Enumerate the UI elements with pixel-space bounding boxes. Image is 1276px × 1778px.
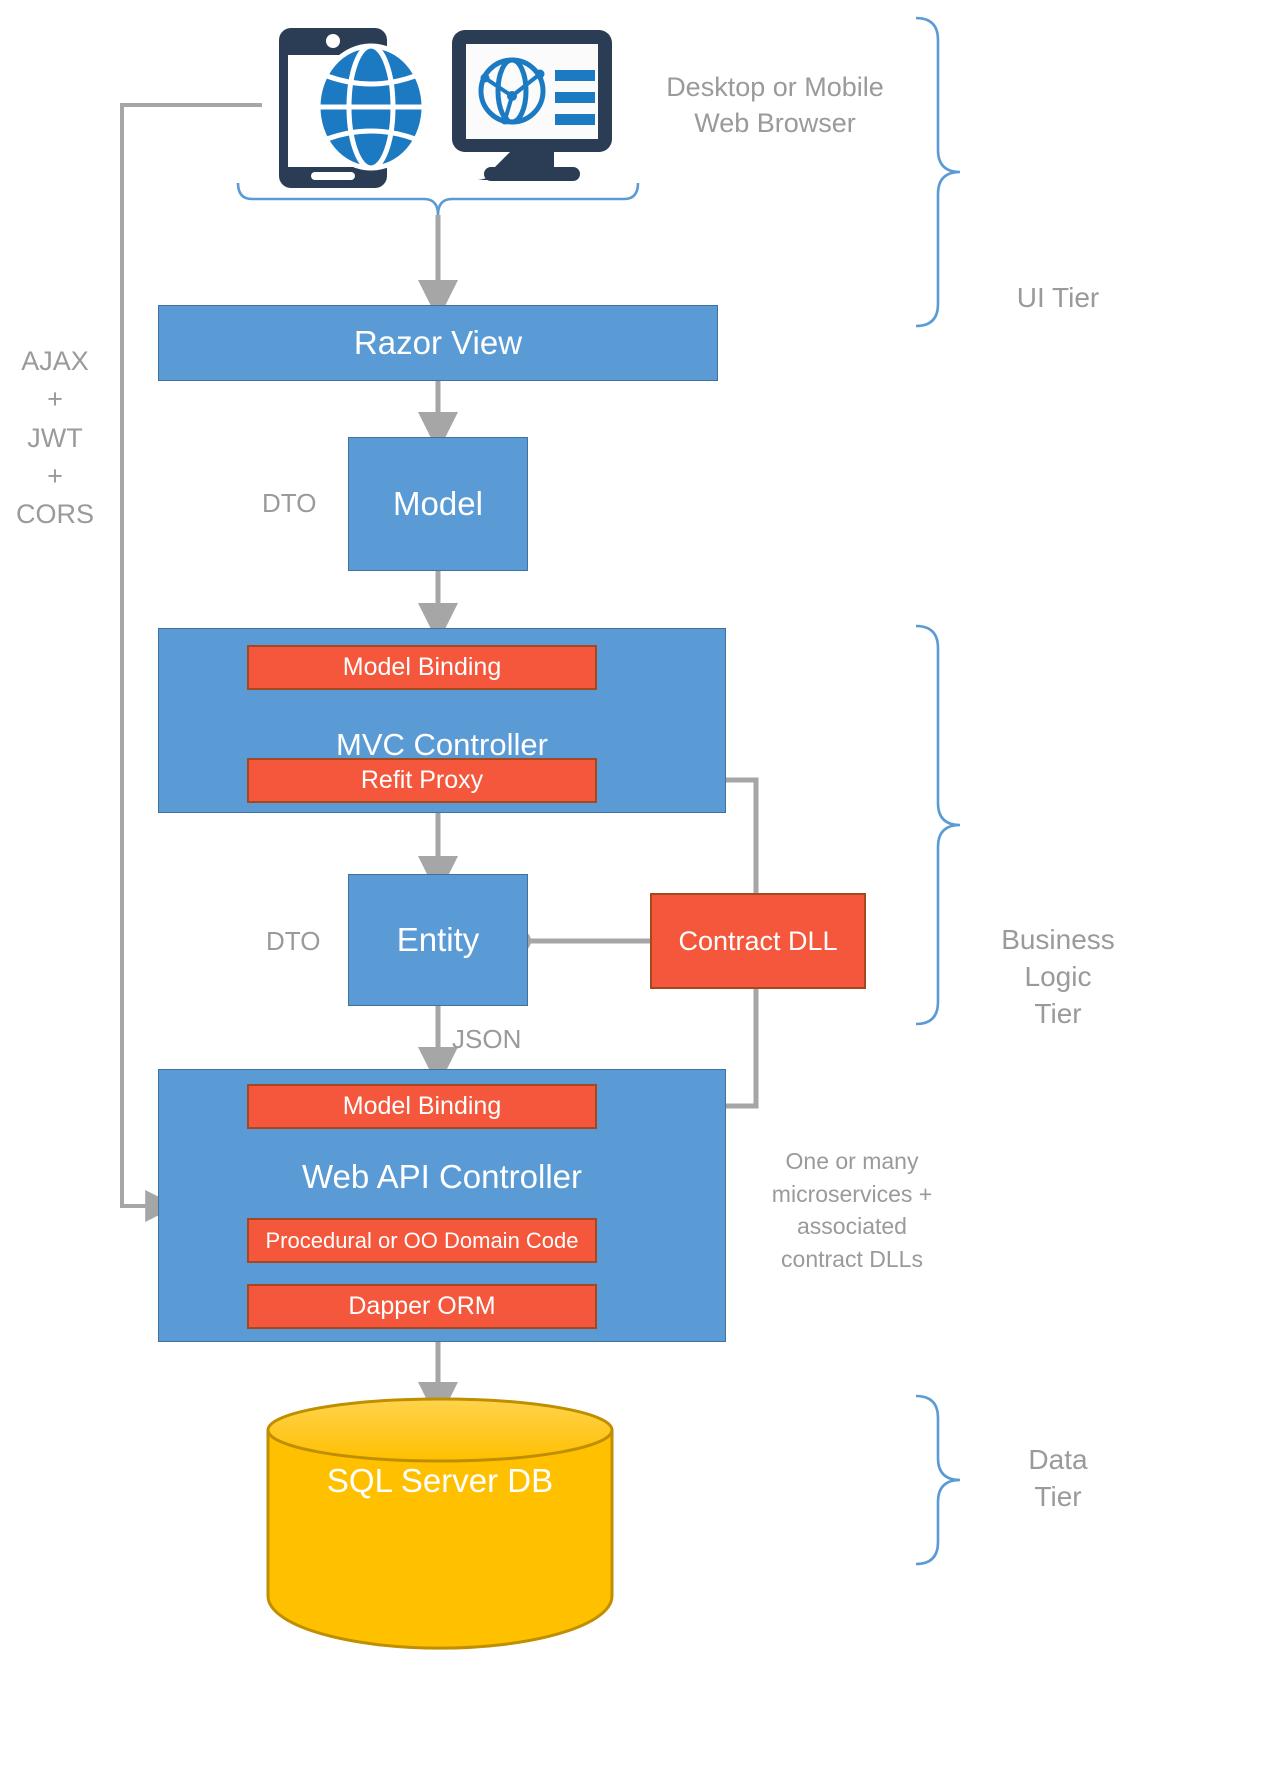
cors-label: CORS (15, 499, 94, 530)
edge-label-json: JSON (452, 1024, 522, 1054)
globe-icon (315, 43, 427, 171)
database-label: SQL Server DB (326, 1462, 554, 1499)
microservices-note-line4: contract DLLs (781, 1245, 923, 1272)
tier-label-data-line2: Tier (1034, 1480, 1082, 1512)
brace-data-tier (915, 1394, 961, 1566)
mobile-phone-icon (279, 28, 387, 188)
edge-label-dto-model: DTO (262, 488, 317, 518)
node-mvc-model-binding[interactable]: Model Binding (247, 645, 597, 690)
brace-ui-tier (915, 16, 961, 328)
browser-label-line1: Desktop or Mobile (666, 72, 884, 102)
microservices-note-line2: microservices + (771, 1180, 933, 1207)
microservices-note-line1: One or many (785, 1148, 919, 1174)
web-api-controller-title: Web API Controller (301, 1158, 583, 1195)
microservices-note-line3: associated (797, 1213, 907, 1240)
node-domain-code[interactable]: Procedural or OO Domain Code (247, 1218, 597, 1263)
ajax-label: AJAX (21, 346, 89, 376)
tier-label-bl-line1: Business (1001, 924, 1115, 955)
tier-label-ui-line1: UI Tier (1016, 282, 1100, 313)
tier-label-bl-line3: Tier (1034, 997, 1082, 1029)
node-dapper-orm[interactable]: Dapper ORM (247, 1284, 597, 1329)
tier-label-bl-line2: Logic (1024, 960, 1092, 992)
mvc-controller-title: MVC Controller (336, 727, 548, 762)
node-entity[interactable]: Entity (348, 874, 528, 1006)
edge-label-dto-entity: DTO (266, 926, 321, 956)
devices-brace (236, 182, 640, 216)
database-cylinder-icon (266, 1397, 614, 1650)
browser-label-line2: Web Browser (694, 107, 856, 138)
node-refit-proxy[interactable]: Refit Proxy (247, 758, 597, 803)
jwt-label: JWT (27, 422, 83, 453)
ajax-jwt-cors-label: AJAX + JWT + CORS (0, 342, 110, 534)
browser-label: Desktop or Mobile Web Browser (640, 70, 910, 141)
tier-label-data: Data Tier (968, 1442, 1148, 1516)
tier-label-business-logic: Business Logic Tier (968, 922, 1148, 1033)
node-model[interactable]: Model (348, 437, 528, 571)
node-razor-view[interactable]: Razor View (158, 305, 718, 381)
desktop-monitor-icon (452, 30, 612, 181)
plus-2: + (47, 460, 63, 491)
plus-1: + (47, 384, 63, 415)
brace-business-logic-tier (915, 624, 961, 1026)
monitor-network-glyph (478, 57, 546, 125)
node-api-model-binding[interactable]: Model Binding (247, 1084, 597, 1129)
microservices-note: One or many microservices + associated c… (736, 1145, 968, 1276)
tier-label-data-line1: Data (1028, 1444, 1088, 1475)
tier-label-ui: UI Tier (968, 280, 1148, 317)
node-contract-dll[interactable]: Contract DLL (650, 893, 866, 989)
